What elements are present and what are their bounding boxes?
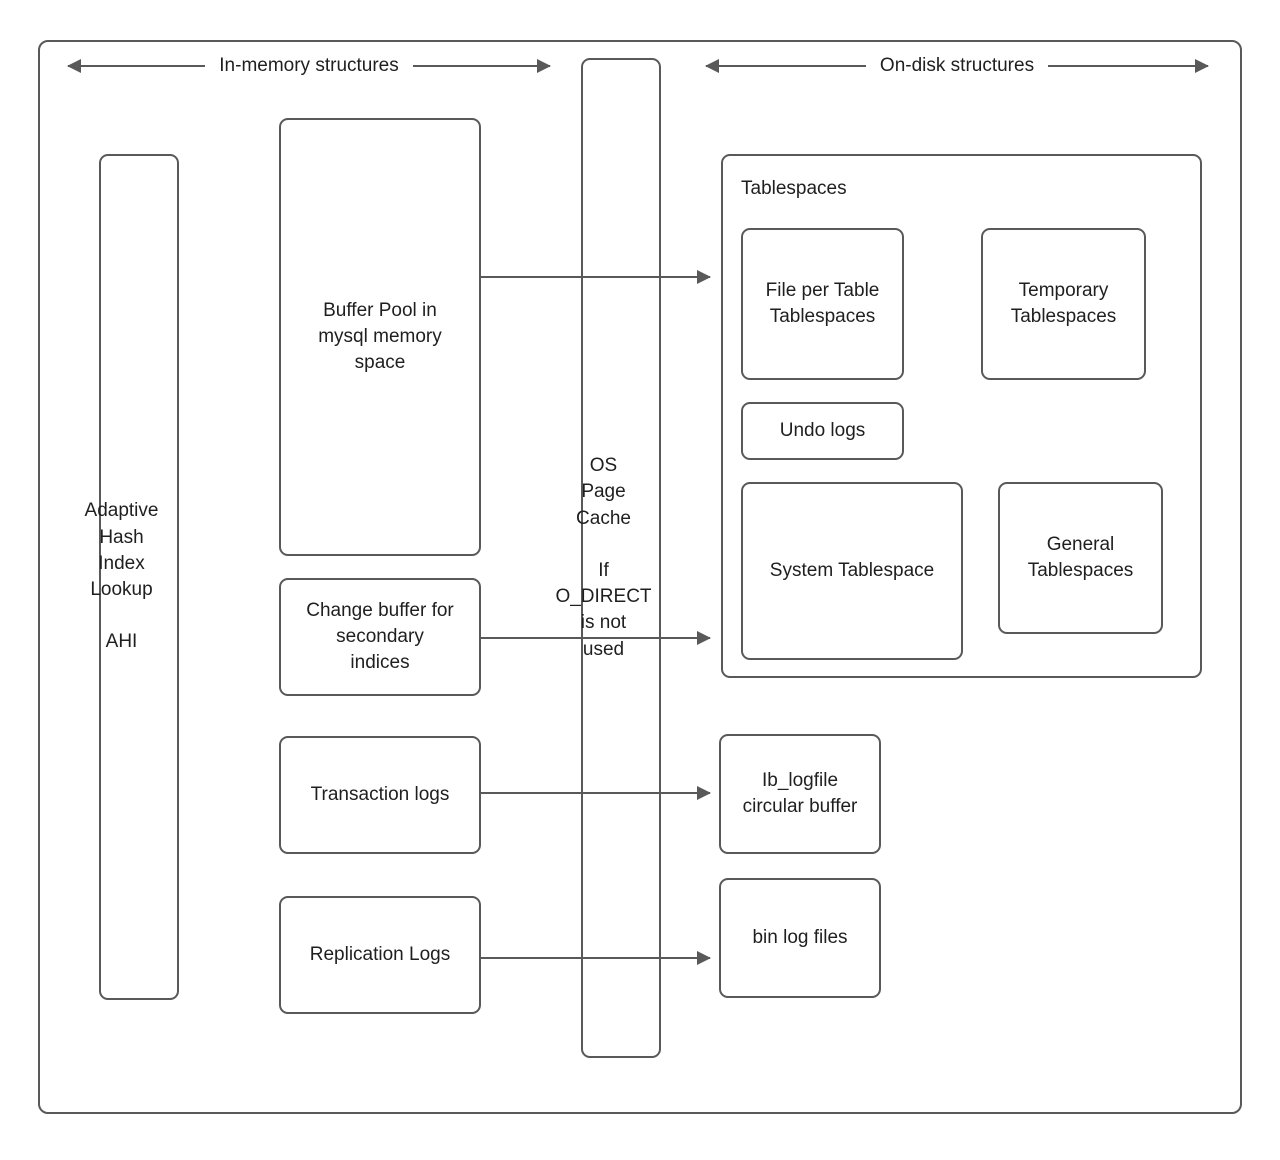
node-label-bin-log-files: bin log files (752, 926, 848, 948)
node-label-adaptive-hash-index: Adaptive Hash Index Lookup AHI (84, 500, 159, 653)
node-label-change-buffer: Change buffer for secondary indices (306, 599, 454, 674)
arrow-right-on-disk (1048, 65, 1208, 67)
node-label-system-tablespace: System Tablespace (769, 559, 935, 581)
node-os-page-cache[interactable]: OS Page Cache If O_DIRECT is not used (555, 58, 661, 1058)
node-label-undo-logs: Undo logs (779, 419, 866, 441)
band-on-disk-structures: On-disk structures (706, 53, 1208, 79)
node-system-tablespace[interactable]: System Tablespace (741, 482, 963, 660)
node-change-buffer[interactable]: Change buffer for secondary indices (279, 578, 481, 696)
node-label-general-tablespaces: General Tablespaces (1027, 533, 1134, 581)
node-label-temporary-tablespaces: Temporary Tablespaces (1010, 279, 1117, 327)
arrow-left-in-memory (68, 65, 206, 67)
outer-boundary (38, 40, 1242, 1114)
node-bin-log-files[interactable]: bin log files (719, 878, 881, 998)
node-replication-logs[interactable]: Replication Logs (279, 896, 481, 1014)
node-file-per-table-tablespaces[interactable]: File per Table Tablespaces (741, 228, 904, 380)
node-ib-logfile-circular-buffer[interactable]: Ib_logfile circular buffer (719, 734, 881, 854)
arrow-left-on-disk (706, 65, 866, 67)
node-label-file-per-table: File per Table Tablespaces (765, 279, 880, 327)
node-adaptive-hash-index[interactable]: Adaptive Hash Index Lookup AHI (85, 154, 179, 1000)
connector-change-buffer-to-system-tablespace (481, 637, 710, 639)
node-buffer-pool[interactable]: Buffer Pool in mysql memory space (279, 118, 481, 556)
node-label-os-page-cache: OS Page Cache If O_DIRECT is not used (555, 455, 652, 660)
node-label-buffer-pool: Buffer Pool in mysql memory space (318, 299, 442, 374)
node-transaction-logs[interactable]: Transaction logs (279, 736, 481, 854)
group-caption-tablespaces: Tablespaces (741, 178, 847, 199)
group-tablespaces[interactable]: Tablespaces File per Table Tablespaces T… (721, 154, 1202, 678)
connector-transaction-logs-to-ib-logfile (481, 792, 710, 794)
node-undo-logs[interactable]: Undo logs (741, 402, 904, 460)
node-label-transaction-logs: Transaction logs (310, 783, 450, 805)
connector-replication-logs-to-bin-log-files (481, 957, 710, 959)
connector-buffer-pool-to-file-per-table (481, 276, 710, 278)
arrow-right-in-memory (412, 65, 551, 67)
band-in-memory-structures: In-memory structures (68, 53, 551, 79)
node-temporary-tablespaces[interactable]: Temporary Tablespaces (981, 228, 1146, 380)
node-label-ib-logfile: Ib_logfile circular buffer (742, 769, 858, 817)
band-label-in-memory: In-memory structures (219, 55, 399, 76)
node-label-replication-logs: Replication Logs (309, 943, 451, 965)
node-general-tablespaces[interactable]: General Tablespaces (998, 482, 1163, 634)
band-label-on-disk: On-disk structures (879, 55, 1035, 76)
